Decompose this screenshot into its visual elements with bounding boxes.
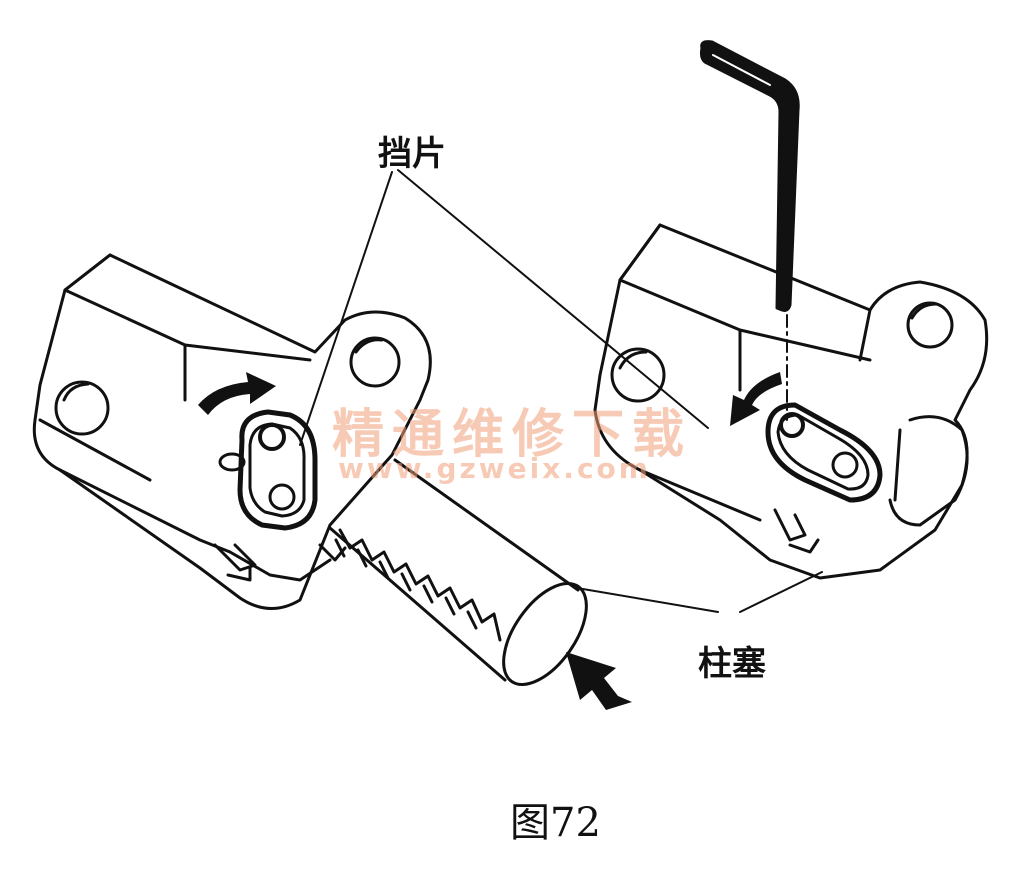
leader-lines	[299, 169, 823, 613]
left-rotation-arrow	[198, 372, 276, 415]
figure-caption: 图72	[510, 800, 601, 846]
right-stop-plate	[765, 402, 883, 503]
plunger	[328, 458, 588, 687]
left-mount-hole	[54, 380, 110, 436]
left-tensioner-body	[32, 253, 432, 610]
watermark-cn: 精通维修下载	[332, 405, 693, 465]
right-mount-hole	[610, 347, 666, 403]
left-stop-plate	[237, 409, 318, 531]
plunger-label: 柱塞	[698, 644, 766, 684]
right-boss	[906, 301, 954, 349]
watermark-url: www.gzweix.com	[338, 452, 651, 485]
left-boss	[349, 336, 401, 388]
right-tensioner-body	[593, 223, 989, 580]
stop-plate-label: 挡片	[378, 134, 446, 174]
right-rotation-arrow	[730, 372, 782, 426]
push-arrow	[566, 652, 632, 710]
hex-key	[699, 40, 800, 421]
